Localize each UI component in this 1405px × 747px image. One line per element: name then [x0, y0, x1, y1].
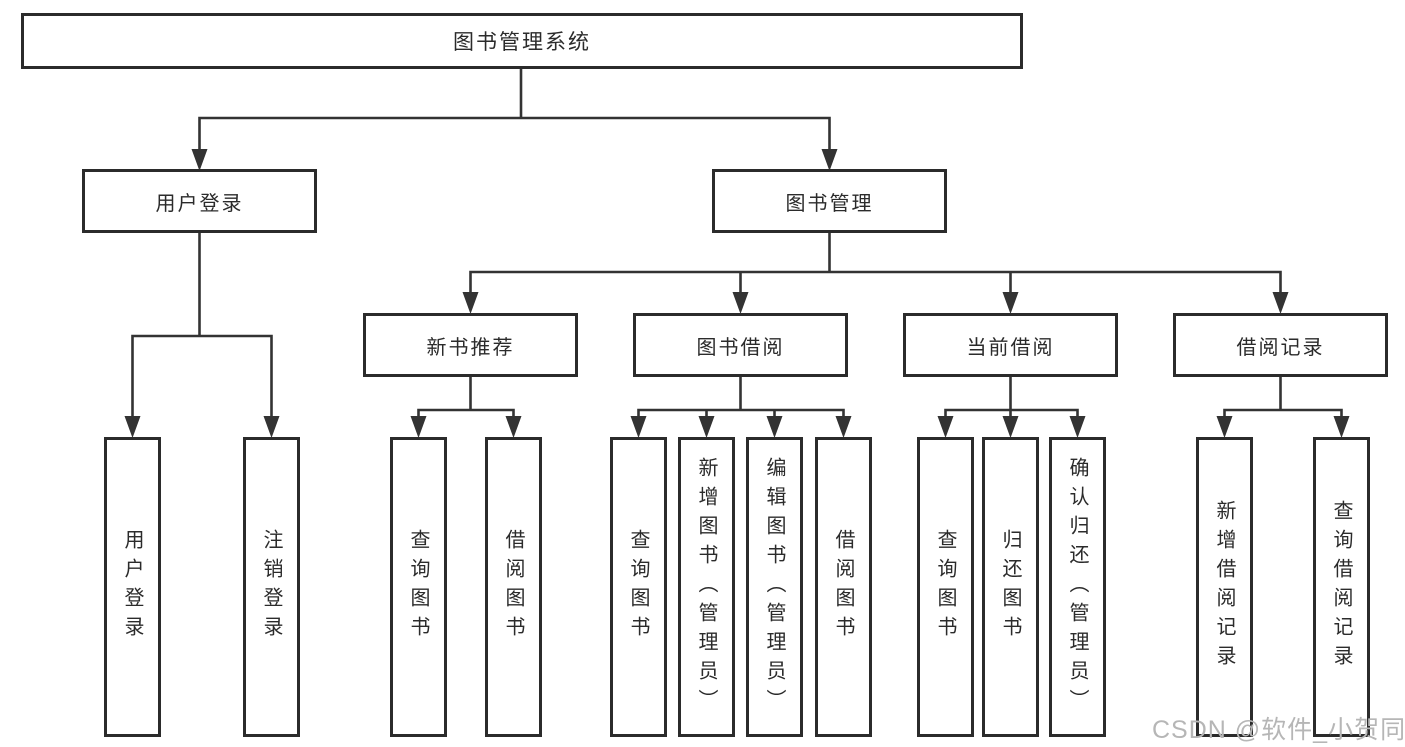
group-new-book-recommend-label: 新书推荐	[426, 336, 515, 359]
connector-group2-bar	[637, 408, 845, 432]
branch-user-login: 用户登录	[82, 169, 317, 233]
arrowhead-icon	[835, 416, 852, 438]
node-root: 图书管理系统	[21, 13, 1023, 69]
leaf-borrow-books-recommend: 借阅图书	[485, 437, 542, 737]
arrowhead-icon	[766, 416, 783, 438]
connector-group4-bar	[1223, 408, 1343, 432]
connector-branch2-bar	[469, 270, 1282, 308]
leaf-borrow-books: 借阅图书	[815, 437, 872, 737]
arrowhead-icon	[698, 416, 715, 438]
connector-root-bar	[198, 116, 831, 164]
leaf-query-books-current: 查询图书	[917, 437, 974, 737]
arrowhead-icon	[732, 292, 749, 314]
leaf-query-borrow-record-label: 查询借阅记录	[1330, 500, 1352, 674]
arrowhead-icon	[410, 416, 427, 438]
arrowhead-icon	[462, 292, 479, 314]
leaf-logout: 注销登录	[243, 437, 300, 737]
leaf-query-books-borrow-label: 查询图书	[627, 529, 649, 645]
leaf-add-book-admin: 新增图书（管理员）	[678, 437, 735, 737]
leaf-query-books-borrow: 查询图书	[610, 437, 667, 737]
leaf-edit-book-admin-label: 编辑图书（管理员）	[763, 456, 785, 718]
leaf-borrow-books-recommend-label: 借阅图书	[502, 529, 524, 645]
branch-book-management-label: 图书管理	[785, 192, 874, 215]
leaf-borrow-books-label: 借阅图书	[832, 529, 854, 645]
arrowhead-icon	[1069, 416, 1086, 438]
arrowhead-icon	[821, 149, 838, 171]
branch-user-login-label: 用户登录	[155, 192, 244, 215]
leaf-edit-book-admin: 编辑图书（管理员）	[746, 437, 803, 737]
watermark-text: CSDN @软件_小贺同学	[1152, 716, 1405, 744]
group-book-borrow-label: 图书借阅	[696, 336, 785, 359]
leaf-add-borrow-record: 新增借阅记录	[1196, 437, 1253, 737]
leaf-logout-label: 注销登录	[260, 529, 282, 645]
arrowhead-icon	[630, 416, 647, 438]
group-book-borrow: 图书借阅	[633, 313, 848, 377]
leaf-confirm-return-admin-label: 确认归还（管理员）	[1066, 456, 1088, 718]
leaf-user-login: 用户登录	[104, 437, 161, 737]
arrowhead-icon	[937, 416, 954, 438]
arrowhead-icon	[191, 149, 208, 171]
leaf-query-books-current-label: 查询图书	[934, 529, 956, 645]
group-borrow-records-label: 借阅记录	[1236, 336, 1325, 359]
leaf-return-book-label: 归还图书	[999, 529, 1021, 645]
leaf-return-book: 归还图书	[982, 437, 1039, 737]
arrowhead-icon	[1272, 292, 1289, 314]
leaf-add-borrow-record-label: 新增借阅记录	[1213, 500, 1235, 674]
branch-book-management: 图书管理	[712, 169, 947, 233]
leaf-add-book-admin-label: 新增图书（管理员）	[695, 456, 717, 718]
arrowhead-icon	[1002, 292, 1019, 314]
leaf-confirm-return-admin: 确认归还（管理员）	[1049, 437, 1106, 737]
group-borrow-records: 借阅记录	[1173, 313, 1388, 377]
arrowhead-icon	[1333, 416, 1350, 438]
arrowhead-icon	[1216, 416, 1233, 438]
leaf-query-books-recommend: 查询图书	[390, 437, 447, 737]
arrowhead-icon	[124, 416, 141, 438]
group-current-borrow: 当前借阅	[903, 313, 1118, 377]
node-root-label: 图书管理系统	[453, 31, 591, 54]
group-new-book-recommend: 新书推荐	[363, 313, 578, 377]
arrowhead-icon	[263, 416, 280, 438]
group-current-borrow-label: 当前借阅	[966, 336, 1055, 359]
leaf-query-books-recommend-label: 查询图书	[407, 529, 429, 645]
leaf-query-borrow-record: 查询借阅记录	[1313, 437, 1370, 737]
leaf-user-login-label: 用户登录	[121, 529, 143, 645]
connector-branch1-bar	[131, 334, 273, 432]
arrowhead-icon	[505, 416, 522, 438]
arrowhead-icon	[1002, 416, 1019, 438]
connector-group1-bar	[417, 408, 515, 432]
